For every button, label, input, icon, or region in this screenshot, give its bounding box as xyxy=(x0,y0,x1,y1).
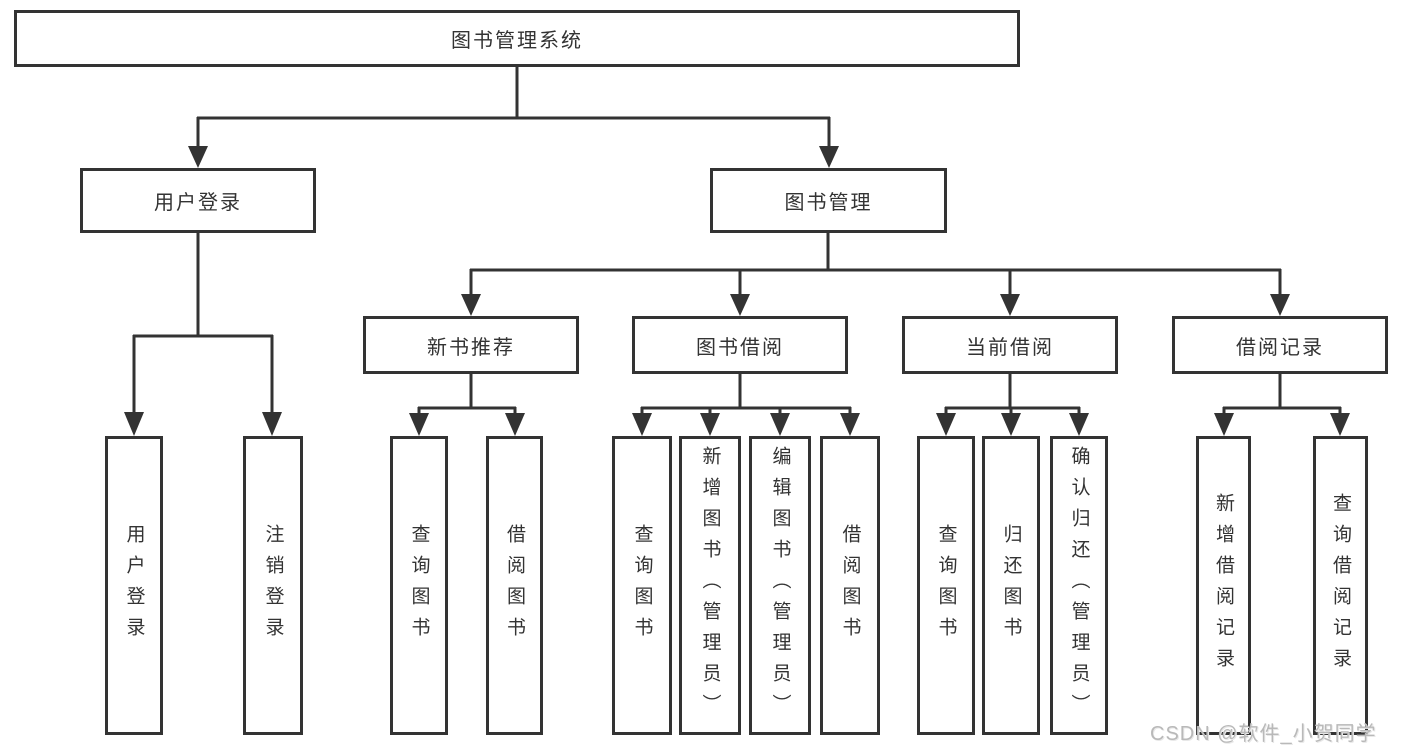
leaf-label: 确认归还（管理员） xyxy=(1068,446,1090,725)
node-current-borrow: 当前借阅 xyxy=(902,316,1118,374)
leaf-label: 借阅图书 xyxy=(504,523,525,648)
leaf-label: 查询借阅记录 xyxy=(1330,492,1351,679)
leaf-label: 查询图书 xyxy=(935,523,957,648)
node-library-management-system: 图书管理系统 xyxy=(14,10,1020,67)
leaf-label: 编辑图书（管理员） xyxy=(769,446,791,725)
leaf-edit-book-admin: 编辑图书（管理员） xyxy=(749,436,811,735)
leaf-label: 用户登录 xyxy=(123,523,145,648)
node-new-book-recommend: 新书推荐 xyxy=(363,316,579,374)
leaf-user-login: 用户登录 xyxy=(105,436,163,735)
leaf-query-books-current: 查询图书 xyxy=(917,436,975,735)
leaf-logout-login: 注销登录 xyxy=(243,436,303,735)
node-borrow-records: 借阅记录 xyxy=(1172,316,1388,374)
leaf-add-book-admin: 新增图书（管理员） xyxy=(679,436,741,735)
node-book-borrow: 图书借阅 xyxy=(632,316,848,374)
leaf-label: 查询图书 xyxy=(631,523,653,648)
leaf-label: 新增借阅记录 xyxy=(1213,492,1234,679)
leaf-query-borrow-record: 查询借阅记录 xyxy=(1313,436,1368,735)
leaf-query-books-borrow: 查询图书 xyxy=(612,436,672,735)
leaf-add-borrow-record: 新增借阅记录 xyxy=(1196,436,1251,735)
leaf-return-book: 归还图书 xyxy=(982,436,1040,735)
leaf-confirm-return-admin: 确认归还（管理员） xyxy=(1050,436,1108,735)
csdn-watermark: CSDN @软件_小贺同学 xyxy=(1150,723,1377,745)
leaf-label: 借阅图书 xyxy=(839,523,861,648)
leaf-label: 查询图书 xyxy=(408,523,430,648)
node-user-login: 用户登录 xyxy=(80,168,316,233)
leaf-borrow-books-borrow: 借阅图书 xyxy=(820,436,880,735)
leaf-label: 新增图书（管理员） xyxy=(699,446,721,725)
leaf-label: 注销登录 xyxy=(262,523,284,648)
leaf-query-books-recommend: 查询图书 xyxy=(390,436,448,735)
node-book-management: 图书管理 xyxy=(710,168,947,233)
leaf-label: 归还图书 xyxy=(1000,523,1022,648)
leaf-borrow-books-recommend: 借阅图书 xyxy=(486,436,543,735)
